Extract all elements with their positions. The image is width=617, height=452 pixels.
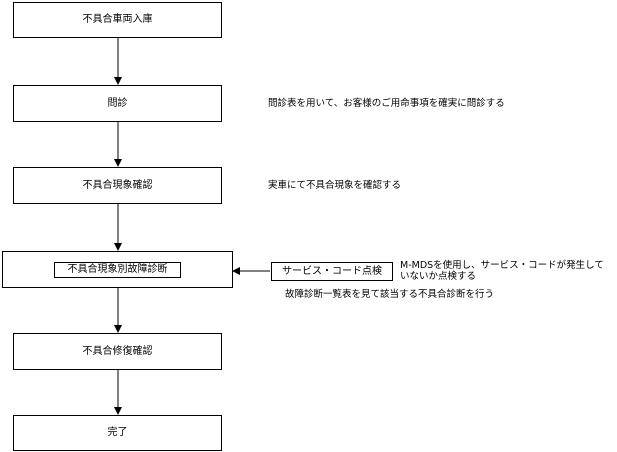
step-defective-vehicle-intake: 不具合車両入庫 <box>13 2 222 38</box>
note-symptom-confirmation: 実車にて不具合現象を確認する <box>268 180 402 191</box>
step-symptom-diagnosis-inner-box: 不具合現象別故障診断 <box>54 261 181 278</box>
step-repair-confirmation: 不具合修復確認 <box>13 333 222 370</box>
note-diagnosis-table: 故障診断一覧表を見て該当する不具合診断を行う <box>285 289 495 300</box>
step-interview-label: 問診 <box>107 97 128 109</box>
step-symptom-confirmation-label: 不具合現象確認 <box>82 179 153 191</box>
step-complete: 完了 <box>13 415 222 451</box>
note-mds-check-line-1: M-MDSを使用し、サービス・コードが発生して <box>400 260 604 271</box>
step-symptom-diagnosis-label: 不具合現象別故障診断 <box>67 263 168 275</box>
step-symptom-diagnosis: 不具合現象別故障診断 <box>2 251 233 288</box>
step-symptom-confirmation: 不具合現象確認 <box>13 167 222 204</box>
step-defective-vehicle-intake-label: 不具合車両入庫 <box>82 14 153 25</box>
service-code-check-label: サービス・コード点検 <box>282 265 382 277</box>
note-mds-check-line-2: いないか点検する <box>400 271 477 283</box>
step-interview: 問診 <box>13 85 222 122</box>
service-code-check-box: サービス・コード点検 <box>271 262 393 281</box>
note-interview: 問診表を用いて、お客様のご用命事項を確実に問診する <box>268 98 505 109</box>
note-mds-check: M-MDSを使用し、サービス・コードが発生して いないか点検する <box>400 260 604 283</box>
step-repair-confirmation-label: 不具合修復確認 <box>82 345 153 357</box>
step-complete-label: 完了 <box>107 427 128 438</box>
